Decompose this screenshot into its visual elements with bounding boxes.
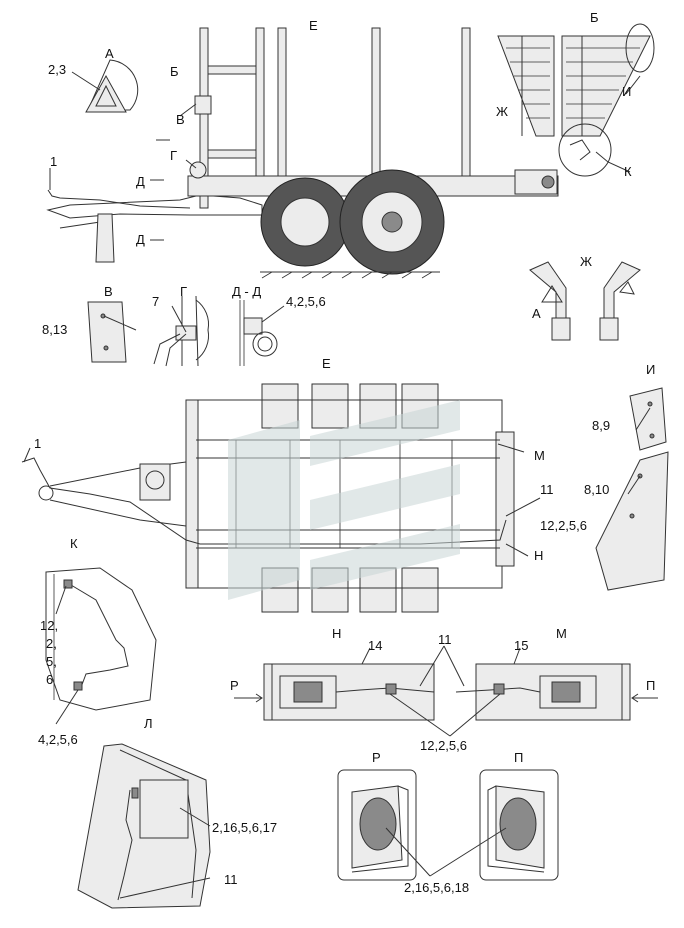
plan-view — [21, 383, 515, 613]
views-n-m — [234, 663, 658, 721]
label-zh-view: Ж — [580, 254, 592, 269]
label-p-view: П — [514, 750, 523, 765]
callout-12-2-5-6-nm: 12,2,5,6 — [420, 738, 467, 753]
callout-12-2-5-6-plan: 12,2,5,6 — [540, 518, 587, 533]
view-i — [595, 387, 669, 591]
side-view — [46, 27, 559, 279]
callout-11-nm: 11 — [438, 632, 452, 647]
label-e-plan: Е — [322, 356, 331, 371]
label-layer: А 2,3 Б Е Б В Г 1 Д Д Ж И К Ж А В Г Д - … — [34, 10, 655, 895]
callout-2-16-5-6-18: 2,16,5,6,18 — [404, 880, 469, 895]
view-b — [497, 23, 655, 177]
label-k-detail: К — [70, 536, 78, 551]
label-a: А — [105, 46, 114, 61]
label-v-callout: В — [176, 112, 185, 127]
label-p-arrow: П — [646, 678, 655, 693]
view-zh — [529, 261, 641, 341]
callout-2-16-5-6-17: 2,16,5,6,17 — [212, 820, 277, 835]
label-v-detail: В — [104, 284, 113, 299]
label-n-arrow: Н — [534, 548, 543, 563]
label-k-callout: К — [624, 164, 632, 179]
details-row — [87, 295, 278, 367]
label-i-view: И — [646, 362, 655, 377]
callout-7: 7 — [152, 294, 159, 309]
callout-8-9: 8,9 — [592, 418, 610, 433]
label-b-arrow: Б — [170, 64, 179, 79]
callout-15: 15 — [514, 638, 528, 653]
view-a — [85, 59, 139, 113]
label-m-view: М — [556, 626, 567, 641]
callout-5-stack: 5, — [46, 654, 57, 669]
label-d-lower: Д — [136, 232, 145, 247]
views-r-p — [337, 769, 559, 881]
label-r-view: Р — [372, 750, 381, 765]
leader-lines — [23, 71, 651, 899]
callout-12-stack: 12, — [40, 618, 58, 633]
label-i-callout: И — [622, 84, 631, 99]
view-l — [77, 743, 211, 909]
callout-4-2-5-6-k: 4,2,5,6 — [38, 732, 78, 747]
callout-4-2-5-6-dd: 4,2,5,6 — [286, 294, 326, 309]
detail-k — [45, 567, 157, 711]
label-m-arrow: М — [534, 448, 545, 463]
label-b-view: Б — [590, 10, 599, 25]
callout-14: 14 — [368, 638, 382, 653]
label-e-top: Е — [309, 18, 318, 33]
callout-11-l: 11 — [224, 872, 238, 887]
label-l-view: Л — [144, 716, 153, 731]
label-a-zh: А — [532, 306, 541, 321]
callout-1-plan: 1 — [34, 436, 41, 451]
callout-6-stack: 6 — [46, 672, 53, 687]
label-zh-arrow: Ж — [496, 104, 508, 119]
label-g-detail: Г — [180, 284, 187, 299]
label-g-callout: Г — [170, 148, 177, 163]
callout-2-3: 2,3 — [48, 62, 66, 77]
callout-2-stack: 2, — [46, 636, 57, 651]
label-dd-detail: Д - Д — [232, 284, 261, 299]
label-d-upper: Д — [136, 174, 145, 189]
callout-11-plan: 11 — [540, 482, 554, 497]
label-n-view: Н — [332, 626, 341, 641]
callout-8-13: 8,13 — [42, 322, 67, 337]
label-r-arrow: Р — [230, 678, 239, 693]
callout-8-10: 8,10 — [584, 482, 609, 497]
callout-1-side: 1 — [50, 154, 57, 169]
